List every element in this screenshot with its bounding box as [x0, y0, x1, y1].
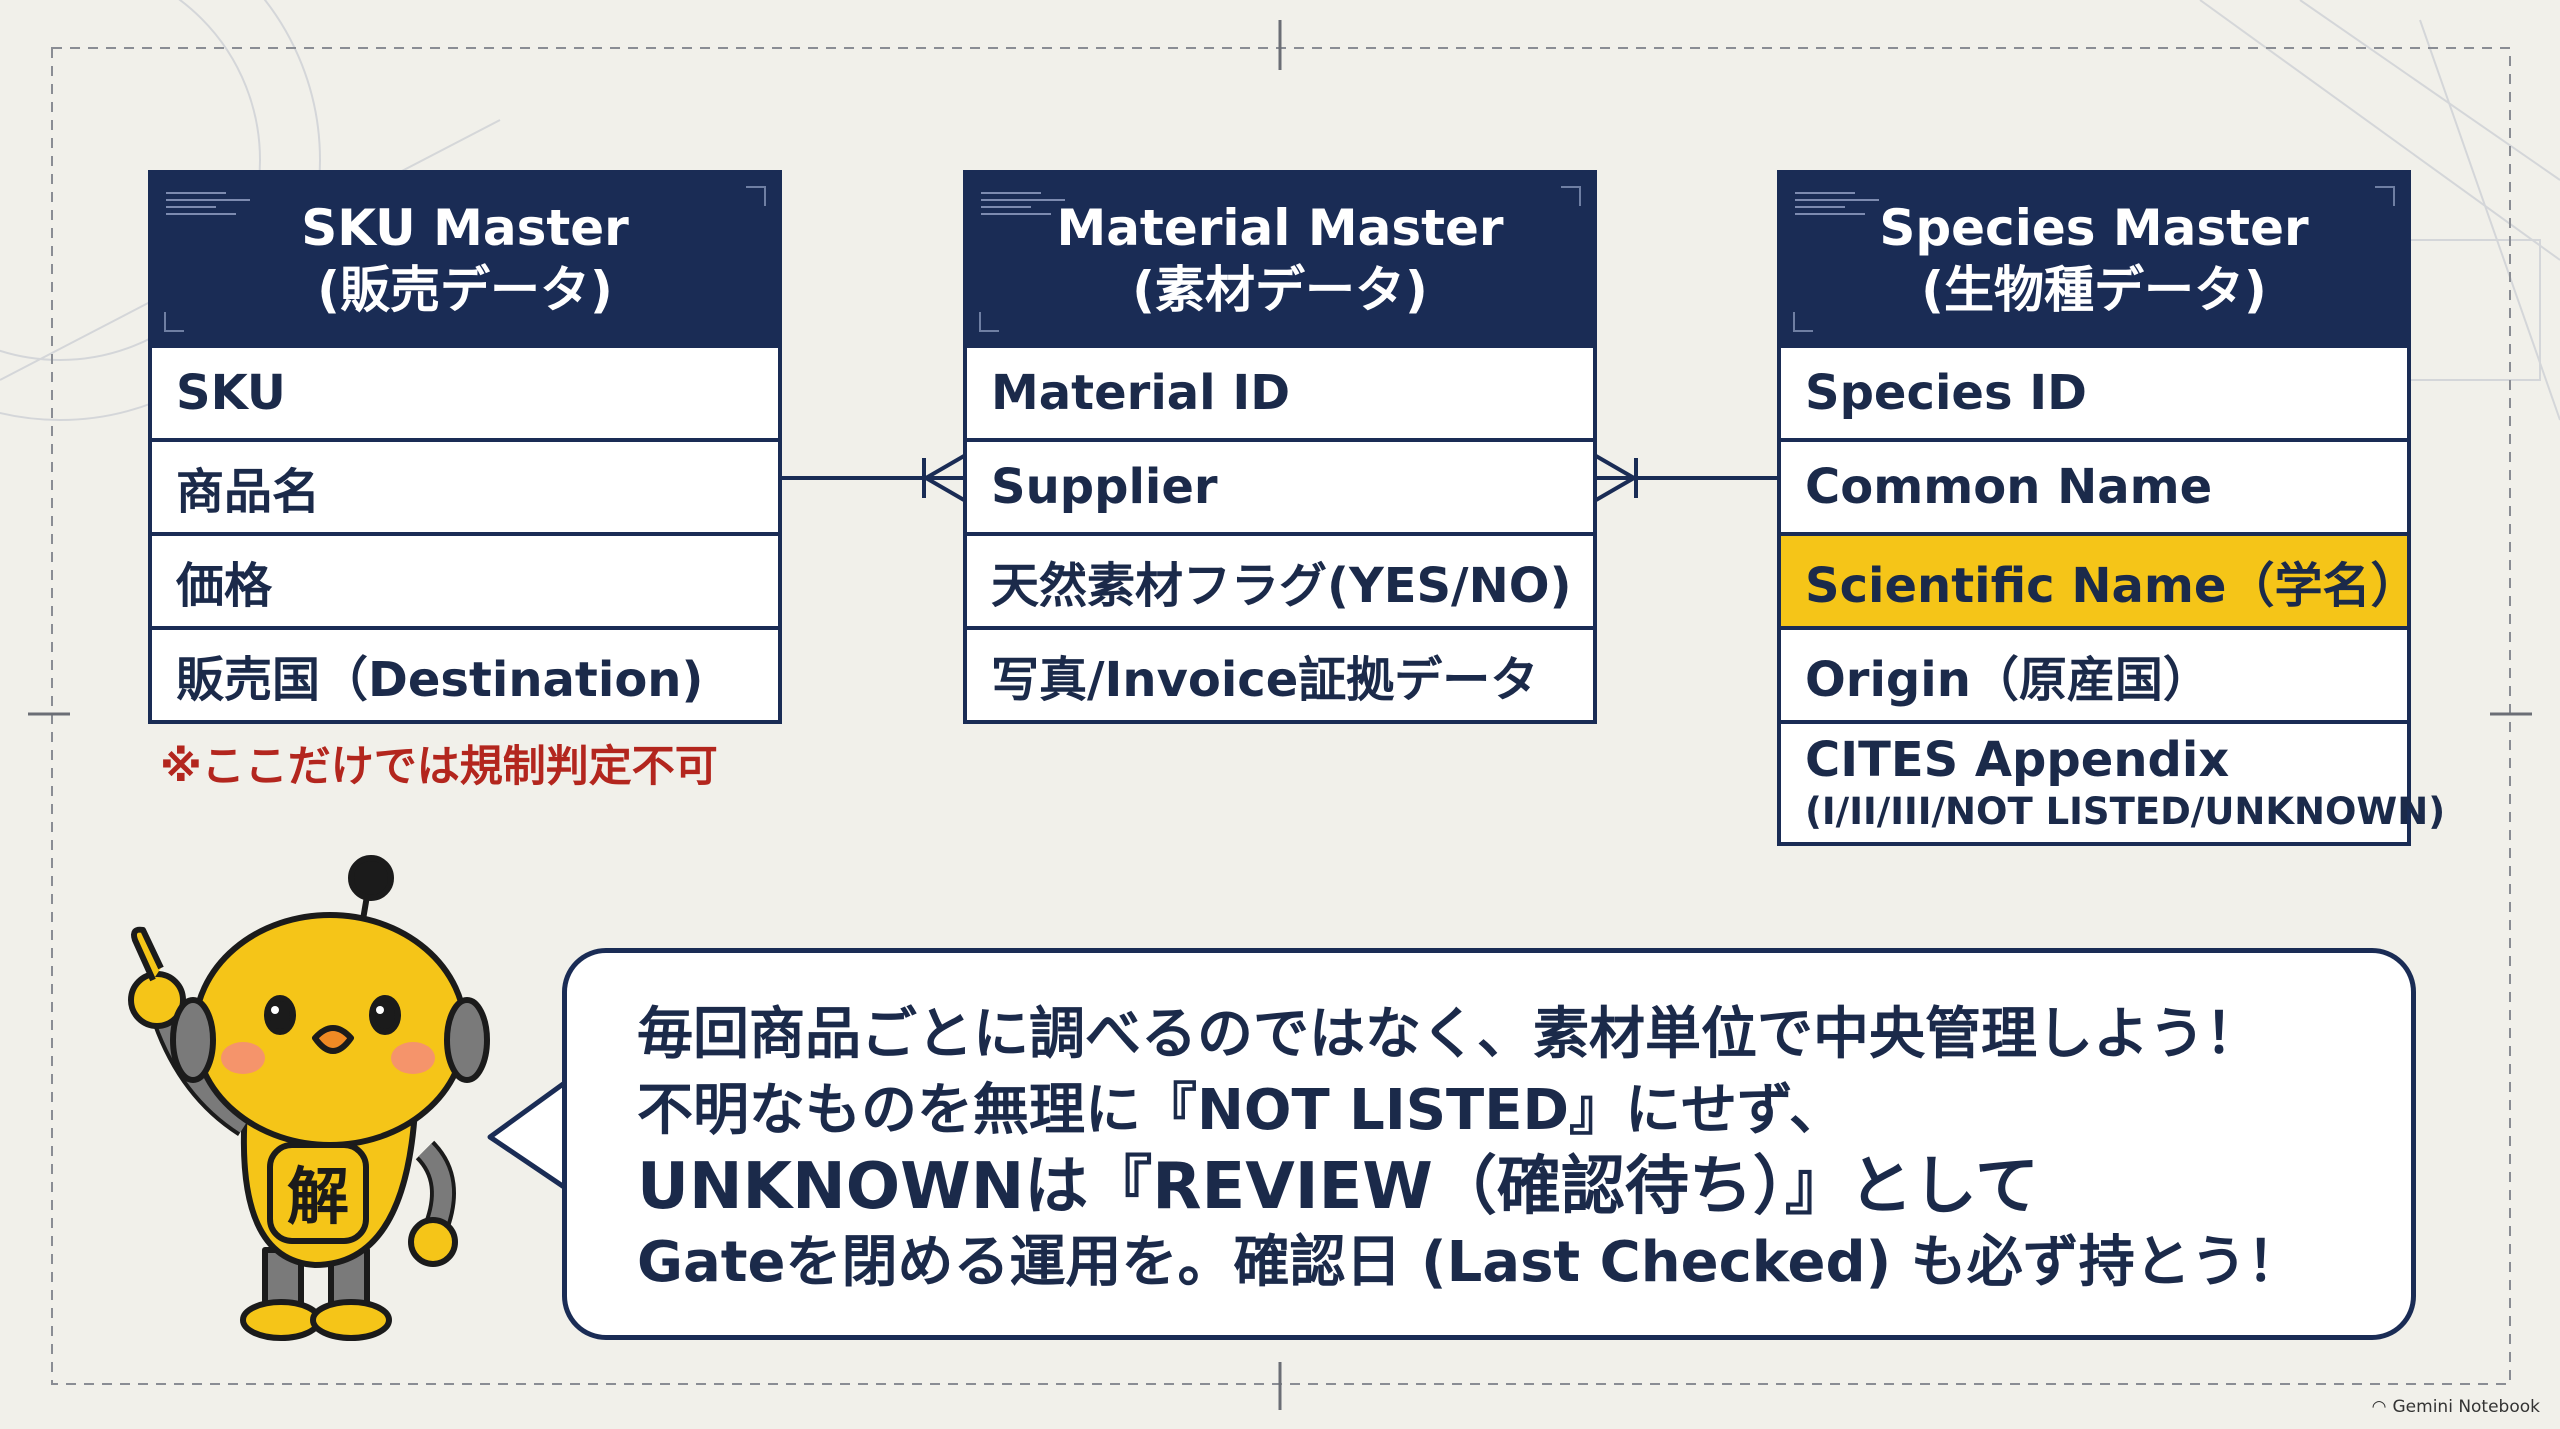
header-decoration [981, 192, 1065, 215]
warning-note: ※ここだけでは規制判定不可 [160, 742, 718, 792]
field-product-name: 商品名 [152, 438, 778, 532]
speech-line-4: Gateを閉める運用を。確認日 (Last Checked) も必ず持とう！ [637, 1230, 2303, 1295]
credit-watermark: ◠Gemini Notebook [2372, 1397, 2540, 1417]
species-master-header: Species Master (生物種データ) [1781, 174, 2407, 344]
field-supplier: Supplier [967, 438, 1593, 532]
field-origin: Origin（原産国） [1781, 626, 2407, 720]
header-decoration [1795, 192, 1879, 215]
species-master-table: Species Master (生物種データ) Species ID Commo… [1777, 170, 2445, 846]
sku-master-title: SKU Master [301, 199, 629, 257]
cites-appendix-values: (I/II/III/NOT LISTED/UNKNOWN) [1805, 790, 2446, 833]
sku-master-table: SKU Master (販売データ) SKU 商品名 価格 販売国（Destin… [148, 170, 782, 724]
material-master-table: Material Master (素材データ) Material ID Supp… [963, 170, 1597, 724]
field-scientific-name: Scientific Name（学名） [1781, 532, 2418, 626]
field-cites-appendix: CITES Appendix (I/II/III/NOT LISTED/UNKN… [1781, 720, 2445, 842]
field-material-id: Material ID [967, 344, 1593, 438]
material-master-subtitle: (素材データ) [1132, 261, 1428, 319]
field-natural-material-flag: 天然素材フラグ(YES/NO) [967, 532, 1593, 626]
species-master-subtitle: (生物種データ) [1921, 261, 2267, 319]
credit-text: Gemini Notebook [2392, 1397, 2541, 1417]
field-price: 価格 [152, 532, 778, 626]
material-master-header: Material Master (素材データ) [967, 174, 1593, 344]
header-decoration [166, 192, 250, 215]
speech-line-3: UNKNOWNは『REVIEW（確認待ち）』として [637, 1150, 2039, 1224]
speech-line-1: 毎回商品ごとに調べるのではなく、素材単位で中央管理しよう！ [637, 1002, 2261, 1067]
cites-appendix-label: CITES Appendix [1805, 732, 2230, 788]
field-common-name: Common Name [1781, 438, 2407, 532]
sku-master-subtitle: (販売データ) [317, 261, 613, 319]
material-master-title: Material Master [1056, 199, 1504, 257]
field-destination: 販売国（Destination) [152, 626, 778, 720]
field-sku: SKU [152, 344, 778, 438]
species-master-title: Species Master [1879, 199, 2309, 257]
mascot-badge-text: 解 [287, 1160, 349, 1233]
speech-line-2: 不明なものを無理に『NOT LISTED』にせず、 [637, 1078, 1846, 1143]
speech-bubble-tail [487, 1076, 574, 1194]
field-species-id: Species ID [1781, 344, 2407, 438]
sku-master-header: SKU Master (販売データ) [152, 174, 778, 344]
notebook-logo-icon: ◠ [2371, 1397, 2387, 1417]
speech-bubble: 毎回商品ごとに調べるのではなく、素材単位で中央管理しよう！ 不明なものを無理に『… [562, 948, 2416, 1340]
field-photo-invoice-evidence: 写真/Invoice証拠データ [967, 626, 1593, 720]
robot-chick-mascot: 解 [128, 855, 490, 1341]
